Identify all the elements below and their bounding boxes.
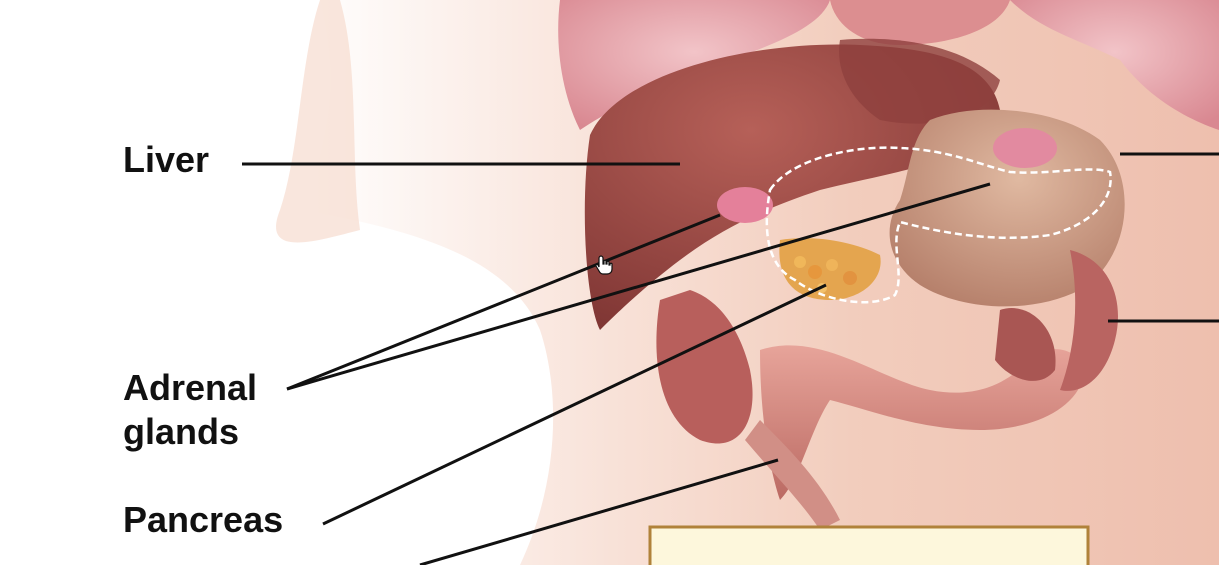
adrenal-gland-right: [717, 187, 773, 223]
intestine-right: [1060, 250, 1118, 391]
arm-shadow: [276, 0, 360, 243]
stomach: [889, 109, 1125, 307]
intestine-right-2: [995, 308, 1056, 381]
intestine-loop: [760, 345, 1085, 500]
answer-box: [648, 525, 1090, 565]
right-lung: [1010, 0, 1219, 130]
adrenal-gland-left: [993, 128, 1057, 168]
intestine-left: [656, 290, 753, 444]
heart-base: [830, 0, 1010, 45]
intestine-descending: [745, 420, 840, 530]
bottom-leader-line: [419, 458, 779, 565]
label-adrenal-line1: Adrenal: [123, 367, 258, 408]
label-pancreas: Pancreas: [123, 499, 284, 540]
adrenal-leader-line-1: [286, 213, 721, 391]
pancreas-leader-line: [322, 283, 827, 526]
label-adrenal-line2: glands: [123, 411, 240, 452]
label-adrenal-glands: Adrenal glands: [123, 366, 257, 454]
hand-pointer-icon: [595, 255, 613, 275]
liver-lobe: [839, 38, 1000, 124]
adrenal-leader-line-2: [286, 182, 991, 391]
label-liver: Liver: [123, 139, 210, 180]
